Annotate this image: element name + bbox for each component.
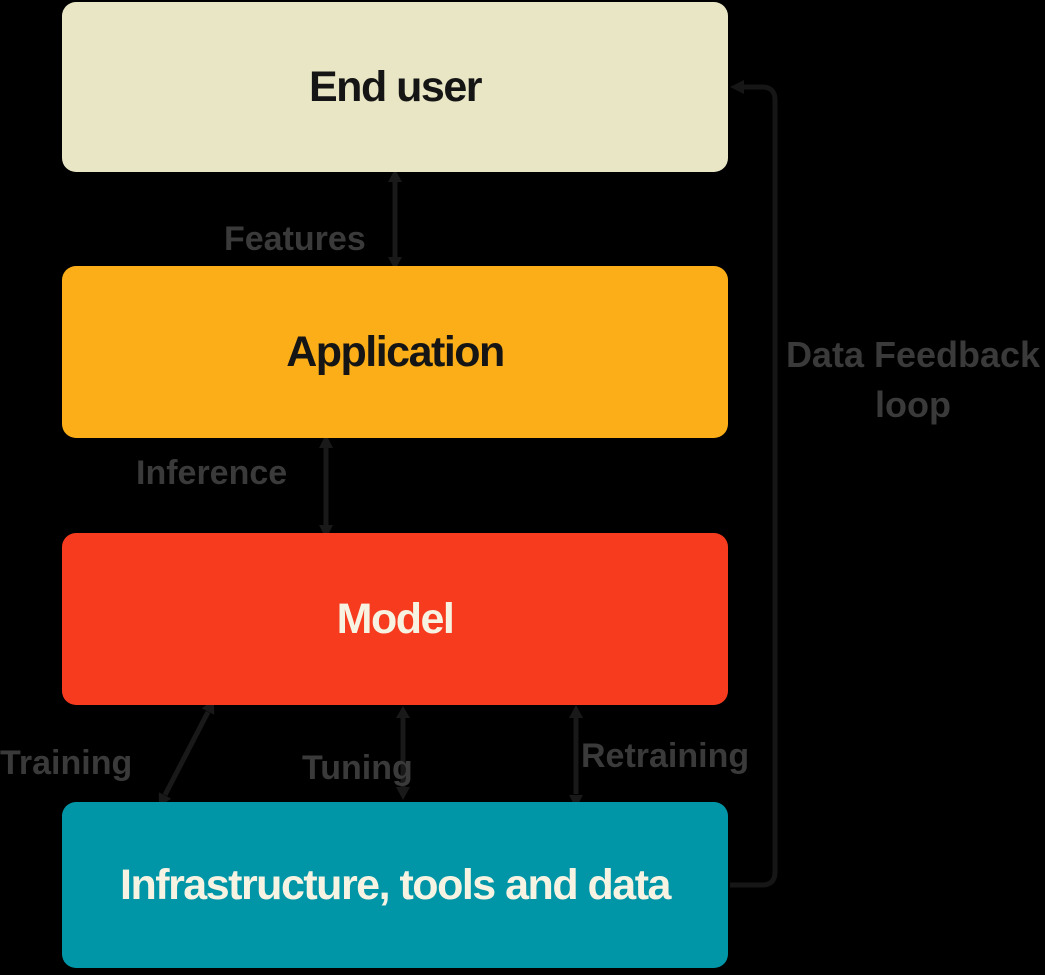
features-label: Features	[224, 220, 366, 258]
retraining-label: Retraining	[581, 737, 750, 775]
tuning-label: Tuning	[302, 749, 413, 787]
application-label: Application	[286, 327, 505, 376]
model-label: Model	[336, 594, 455, 643]
training-label: Training	[0, 744, 133, 782]
infrastructure-box: Infrastructure, tools and data	[62, 802, 728, 968]
inference-label: Inference	[136, 454, 288, 492]
model-box: Model	[62, 533, 728, 705]
application-box: Application	[62, 266, 728, 438]
infrastructure-label: Infrastructure, tools and data	[120, 860, 671, 909]
end-user-box: End user	[62, 2, 728, 172]
training-arrow	[158, 699, 215, 807]
inference-arrow	[319, 434, 333, 539]
end-user-label: End user	[309, 62, 483, 111]
features-arrow	[388, 169, 402, 270]
data-feedback-loop-label: Data Feedback loop	[785, 334, 1041, 425]
